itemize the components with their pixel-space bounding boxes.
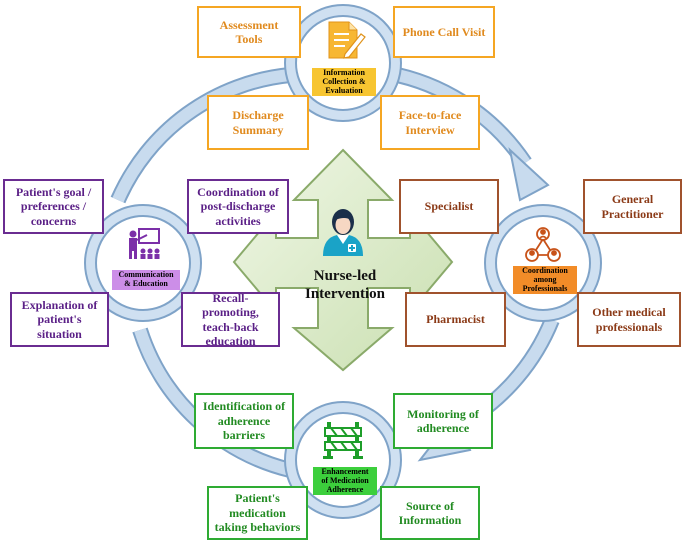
box-other-medical-professionals: Other medical professionals xyxy=(577,292,681,347)
box-label: Explanation of patient's situation xyxy=(21,297,98,341)
box-explanation-situation: Explanation of patient's situation xyxy=(10,292,109,347)
box-specialist: Specialist xyxy=(399,179,499,234)
box-label: Monitoring of adherence xyxy=(407,406,479,435)
box-label: Patient's medication taking behaviors xyxy=(214,491,301,535)
box-label: General Practitioner xyxy=(601,192,664,221)
box-phone-call-visit: Phone Call Visit xyxy=(393,6,495,58)
box-monitoring-adherence: Monitoring of adherence xyxy=(393,393,493,449)
barrier-icon xyxy=(323,422,363,459)
box-recall-promoting: Recall-promoting, teach-back education xyxy=(181,290,280,348)
box-label: Assessment Tools xyxy=(219,17,279,46)
document-pencil-icon xyxy=(328,21,366,59)
box-pharmacist: Pharmacist xyxy=(405,292,506,347)
nurse-icon xyxy=(323,209,363,256)
center-cross-arrow xyxy=(232,148,454,372)
box-label: Source of Information xyxy=(398,498,462,527)
box-label: Pharmacist xyxy=(426,312,485,327)
box-discharge-summary: Discharge Summary xyxy=(207,95,309,150)
teacher-class-icon xyxy=(129,228,160,259)
box-assessment-tools: Assessment Tools xyxy=(197,6,301,58)
box-patient-goal: Patient's goal / preferences / concerns xyxy=(3,179,104,234)
box-coordination-post-discharge: Coordination of post-discharge activitie… xyxy=(187,179,289,234)
hub-right-label: Coordination among Professionals xyxy=(513,266,577,295)
center-label: Nurse-led Intervention xyxy=(305,268,385,302)
box-label: Specialist xyxy=(424,199,474,214)
hub-left-label: Communication & Education xyxy=(112,270,180,290)
box-label: Face-to-face Interview xyxy=(398,108,462,137)
box-medication-behaviors: Patient's medication taking behaviors xyxy=(207,486,308,540)
box-label: Discharge Summary xyxy=(232,108,284,137)
box-label: Phone Call Visit xyxy=(402,24,486,39)
box-label: Coordination of post-discharge activitie… xyxy=(197,184,279,228)
box-identification-barriers: Identification of adherence barriers xyxy=(194,393,294,449)
ring-arrowhead-right xyxy=(508,147,550,202)
box-label: Patient's goal / preferences / concerns xyxy=(15,184,92,228)
box-face-to-face-interview: Face-to-face Interview xyxy=(380,95,480,150)
box-label: Identification of adherence barriers xyxy=(202,399,286,443)
network-people-icon xyxy=(525,227,561,262)
box-source-information: Source of Information xyxy=(380,486,480,540)
box-label: Recall-promoting, teach-back education xyxy=(202,290,259,348)
hub-top-label: Information Collection & Evaluation xyxy=(312,68,376,97)
hub-bottom-label: Enhancement of Medication Adherence xyxy=(313,467,377,496)
box-general-practitioner: General Practitioner xyxy=(583,179,682,234)
box-label: Other medical professionals xyxy=(592,305,666,334)
